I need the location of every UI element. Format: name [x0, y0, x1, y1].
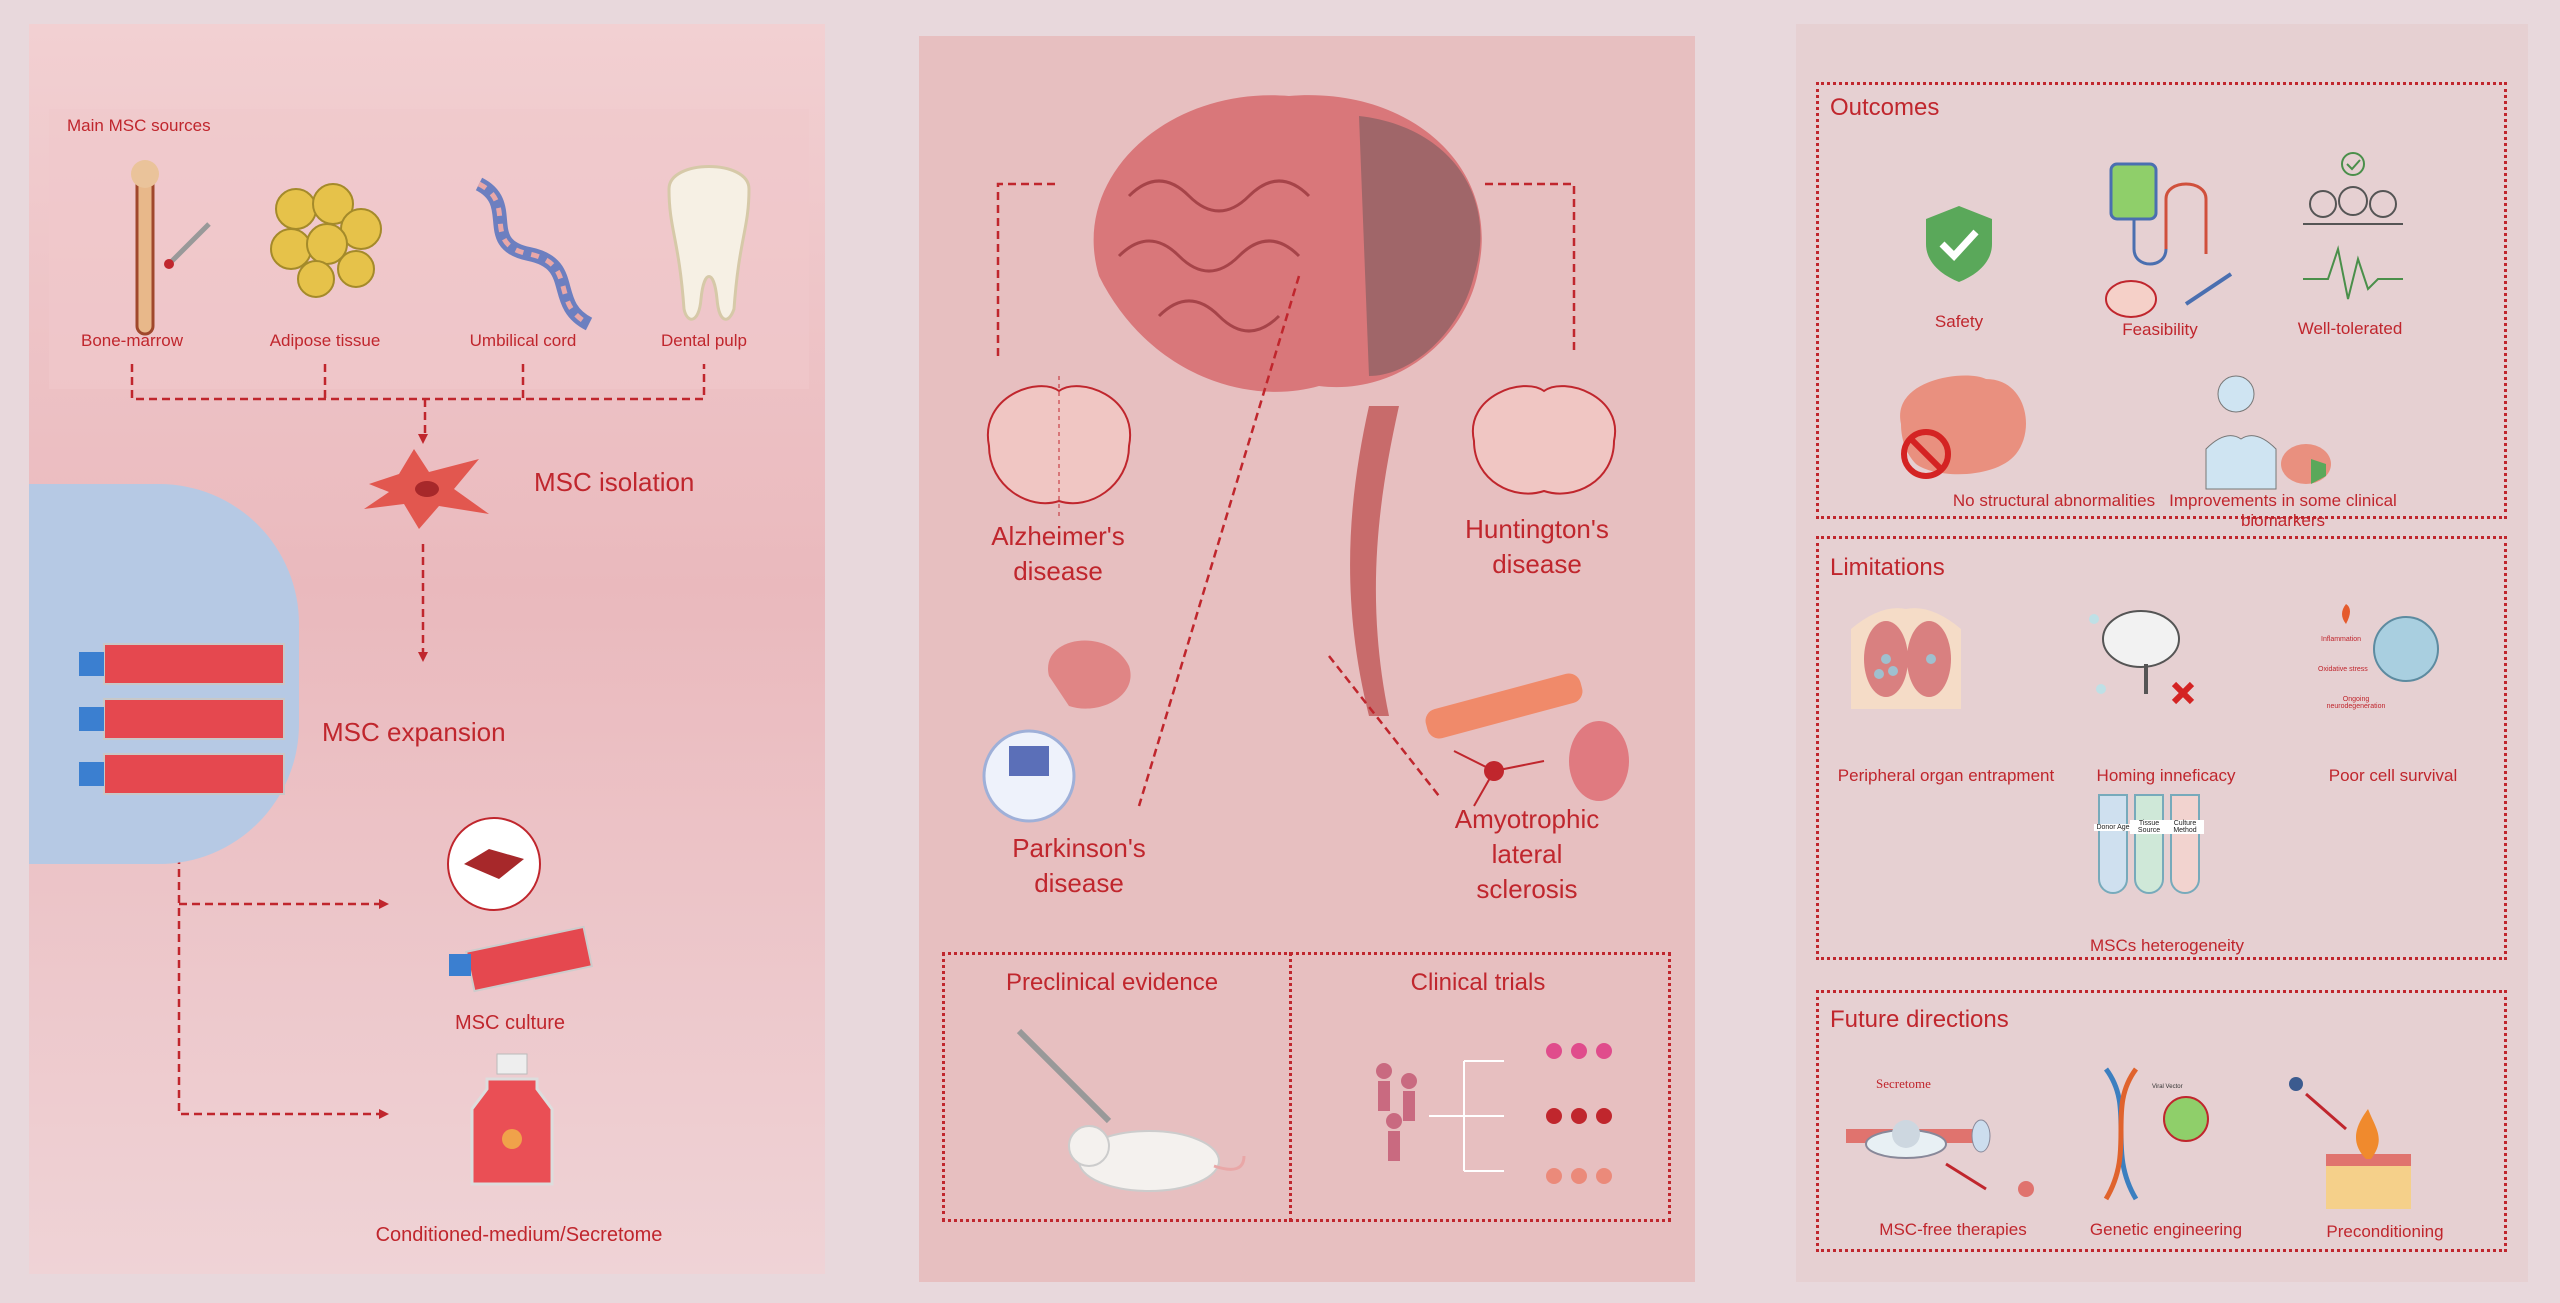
viral-vector-label: Viral Vector: [2152, 1084, 2183, 1090]
evidence-divider: [1289, 952, 1292, 1222]
tube-culture-method: [2170, 794, 2200, 894]
msc-culture-label: MSC culture: [454, 1012, 566, 1034]
msc-sources-panel: Main MSC sources Bone-marrow Adipose tis…: [29, 24, 825, 1274]
parkinson-synapse-icon: [982, 640, 1131, 823]
limitation-homing: Homing inneficacy: [2096, 766, 2236, 785]
als-label: Amyotrophic lateral sclerosis: [1454, 804, 1600, 905]
source-label-bone-marrow: Bone-marrow: [80, 331, 184, 350]
brain-spinal-cord-illustration: [1093, 95, 1482, 716]
bone-marrow-icon: [131, 160, 211, 336]
msc-expansion-label: MSC expansion: [322, 717, 506, 747]
flask-stack-icon: [79, 643, 285, 795]
alzheimer-brain-icon: [986, 376, 1132, 516]
feasibility-iv-icon: [2105, 162, 2233, 318]
evidence-box: [942, 952, 1671, 1222]
msc-free-therapies-icon: [1846, 1119, 2034, 1197]
diseases-panel: Alzheimer's disease Huntington's disease…: [919, 36, 1695, 1282]
outcome-no-abnormalities: No structural abnormalities: [1952, 491, 2156, 510]
sources-connector: [130, 364, 706, 1119]
tube-donor-age: [2098, 794, 2128, 894]
note-neurodegeneration: Ongoing neurodegeneration: [2326, 696, 2386, 710]
tube-label-tissue-source: Tissue Source: [2130, 820, 2168, 834]
outcome-feasibility: Feasibility: [2122, 320, 2198, 339]
source-label-dental: Dental pulp: [660, 331, 748, 350]
secretome-bottle-icon: [470, 1053, 554, 1186]
dental-pulp-icon: [667, 165, 751, 321]
outcome-well-tolerated: Well-tolerated: [2297, 319, 2403, 338]
msc-culture-icon: [447, 817, 594, 993]
limitation-heterogeneity: MSCs heterogeneity: [2089, 936, 2245, 955]
no-abnormalities-brain-icon: [1900, 375, 2026, 479]
limitations-title: Limitations: [1830, 554, 1945, 581]
limitation-entrapment: Peripheral organ entrapment: [1837, 766, 2055, 785]
note-oxidative-stress: Oxidative stress: [2318, 666, 2368, 673]
limitation-poor-survival: Poor cell survival: [2328, 766, 2458, 785]
poor-survival-cell-icon: [2342, 604, 2439, 682]
preconditioning-icon: [2289, 1077, 2411, 1209]
secretome-label: Conditioned-medium/Secretome: [375, 1224, 663, 1246]
clinical-title: Clinical trials: [1410, 969, 1546, 996]
tube-label-culture-method: Culture Method: [2166, 820, 2204, 834]
well-tolerated-icon: [2303, 152, 2403, 300]
future-genetic-engineering: Genetic engineering: [2089, 1220, 2243, 1239]
future-msc-free: MSC-free therapies: [1879, 1220, 2027, 1239]
outcome-biomarkers: Improvements in some clinical biomarkers: [2169, 491, 2397, 531]
safety-shield-icon: [1926, 206, 1992, 282]
homing-brain-icon: [2089, 610, 2195, 705]
mouse-injection-icon: [1016, 1028, 1246, 1192]
biomarkers-icon: [2205, 375, 2331, 490]
outcomes-box: [1816, 82, 2507, 519]
future-preconditioning: Preconditioning: [2326, 1222, 2444, 1241]
tube-tissue-source: [2134, 794, 2164, 894]
preclinical-title: Preclinical evidence: [1005, 969, 1219, 996]
lungs-entrapment-icon: [1851, 608, 1961, 709]
msc-cell-icon: [364, 449, 489, 529]
huntingtons-label: Huntington's disease: [1465, 514, 1609, 580]
disease-connectors: [996, 182, 1576, 807]
tube-label-donor-age: Donor Age: [2094, 824, 2132, 831]
source-label-adipose: Adipose tissue: [269, 331, 381, 350]
genetic-engineering-icon: [2103, 1067, 2209, 1201]
note-inflammation: Inflammation: [2321, 636, 2362, 643]
outcome-safety: Safety: [1934, 312, 1984, 331]
umbilical-cord-icon: [475, 177, 593, 331]
parkinsons-label: Parkinson's disease: [1012, 833, 1146, 899]
future-directions-box: [1816, 990, 2507, 1252]
alzheimers-label: Alzheimer's disease: [991, 521, 1125, 587]
outcomes-title: Outcomes: [1830, 94, 1940, 121]
huntington-brain-icon: [1471, 385, 1617, 495]
msc-isolation-label: MSC isolation: [534, 467, 695, 497]
outcomes-panel: Outcomes Safety Feasibility Well-tolerat…: [1796, 24, 2528, 1282]
clinical-trials-people-icon: [1376, 1043, 1612, 1184]
als-neuron-icon: [1425, 673, 1629, 807]
limitations-box: [1816, 536, 2507, 960]
source-label-umbilical: Umbilical cord: [469, 331, 577, 350]
future-title: Future directions: [1830, 1006, 2009, 1033]
sources-title: Main MSC sources: [67, 116, 211, 135]
adipose-tissue-icon: [270, 183, 382, 298]
secretome-caption: Secretome: [1876, 1076, 1931, 1091]
